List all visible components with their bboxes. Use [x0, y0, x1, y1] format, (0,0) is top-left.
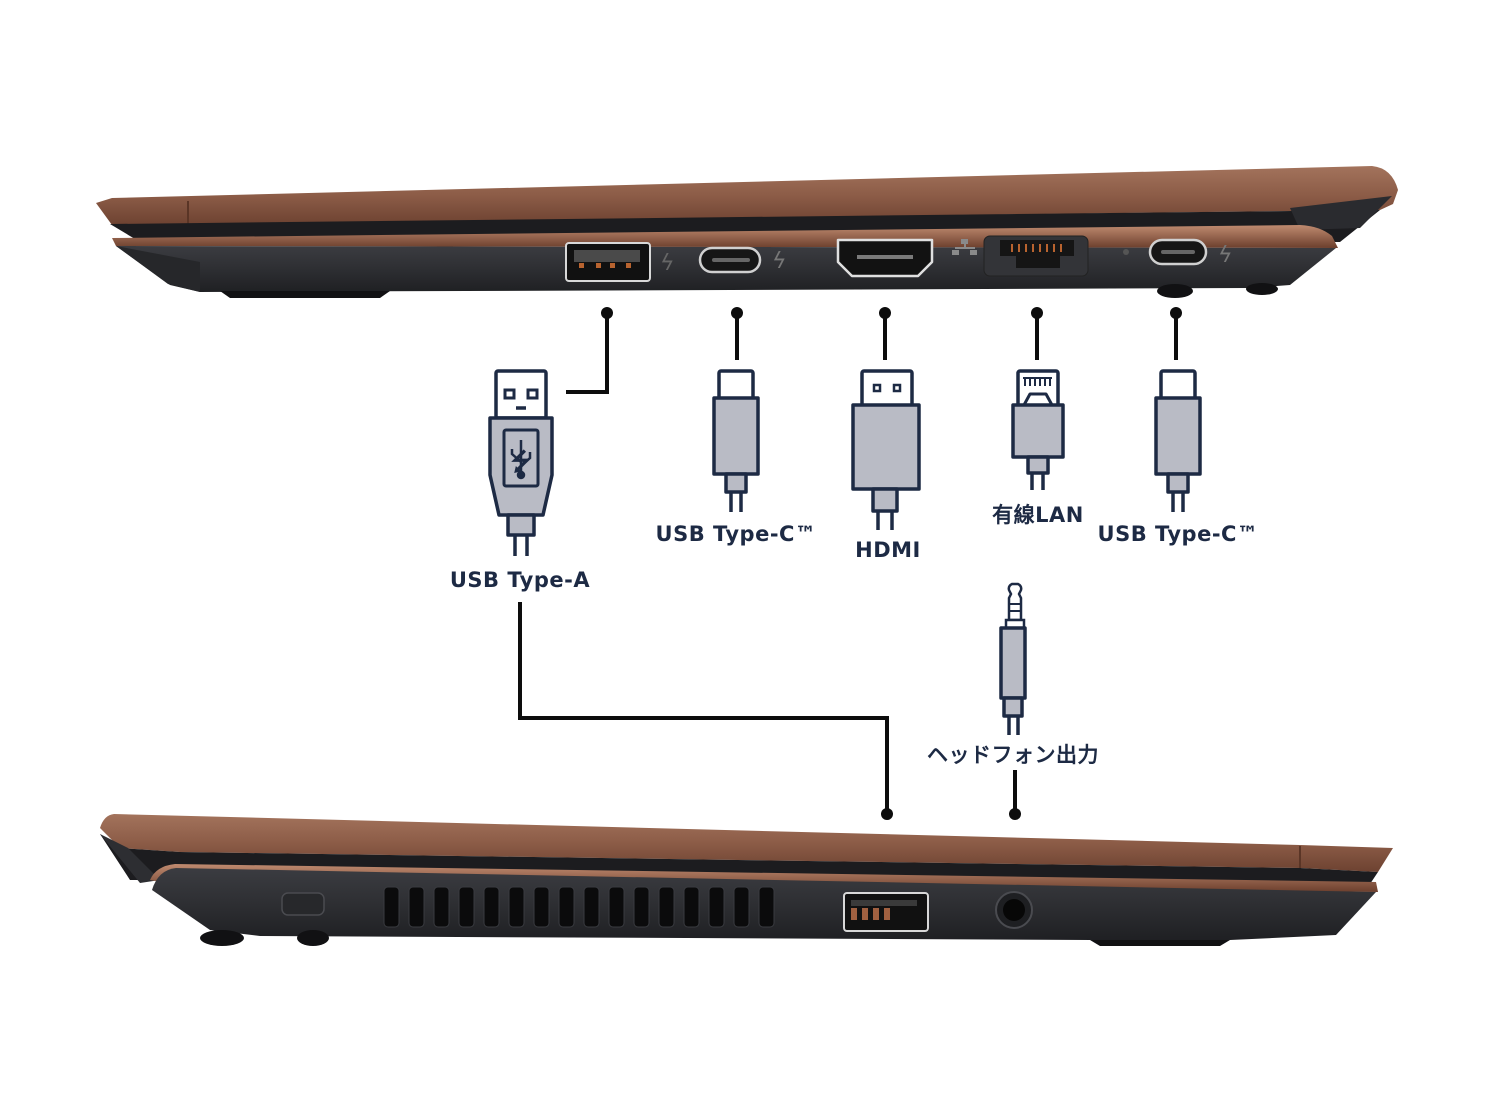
- headphone-jack: [995, 891, 1033, 929]
- status-led: [1123, 249, 1129, 255]
- label-lan: 有線LAN: [992, 503, 1084, 527]
- label-headphone: ヘッドフォン出力: [927, 743, 1099, 767]
- usb-symbol-icon: [510, 440, 532, 480]
- security-lock-slot: [281, 892, 325, 916]
- label-usb-type-c-2: USB Type-C™: [1098, 522, 1259, 546]
- air-vent: [383, 886, 775, 928]
- connector-lines-bottom: [518, 602, 1021, 820]
- hdmi-port: [836, 238, 934, 278]
- audio-jack-plug-icon: [999, 582, 1027, 735]
- network-icon: [952, 239, 977, 255]
- label-hdmi: HDMI: [855, 538, 921, 562]
- usb-c-port-2: [1148, 238, 1208, 266]
- usb-c-port-1: [698, 246, 762, 274]
- laptop-right-side: ϟ ϟ: [96, 166, 1398, 298]
- label-usb-type-c-1: USB Type-C™: [656, 522, 817, 546]
- lan-port: [983, 235, 1089, 277]
- usb-type-a-plug-icon: ⭍: [488, 369, 554, 556]
- thunderbolt-icon: ϟ: [660, 251, 675, 276]
- laptop-left-side: [100, 814, 1393, 946]
- thunderbolt-icon: ϟ: [1218, 243, 1233, 268]
- usb-a-port: [565, 242, 651, 282]
- usb-a-port-left: [843, 892, 929, 932]
- hdmi-plug-icon: [851, 369, 921, 530]
- thunderbolt-icon: ϟ: [772, 249, 787, 274]
- usb-type-c-plug-icon-2: [1154, 369, 1202, 512]
- label-usb-type-a: USB Type-A: [450, 568, 591, 592]
- usb-type-c-plug-icon: [712, 369, 760, 512]
- rj45-plug-icon: [1011, 369, 1065, 490]
- connector-lines-top: [566, 307, 1182, 394]
